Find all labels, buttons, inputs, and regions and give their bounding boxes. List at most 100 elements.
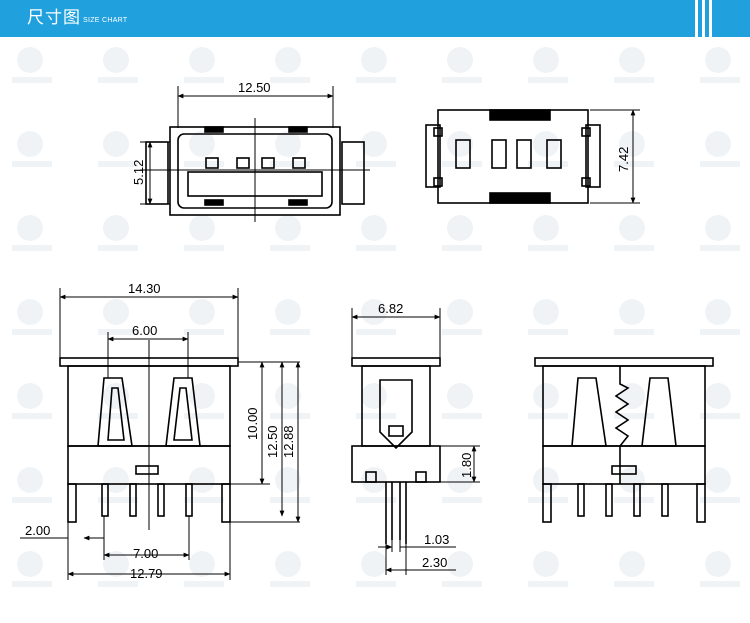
watermark-bar — [12, 77, 52, 83]
watermark-bar — [442, 161, 482, 167]
section-view-left-contact — [571, 377, 607, 447]
watermark-bar — [98, 329, 138, 335]
watermark-bar — [700, 581, 740, 587]
watermark-bar — [98, 77, 138, 83]
dim-side-pin-span: 2.30 — [422, 555, 447, 570]
back-view-corner-2 — [581, 127, 591, 137]
watermark-bar — [184, 77, 224, 83]
side-view-foot-right — [415, 471, 427, 483]
watermark-bar — [700, 497, 740, 503]
watermark-bar — [270, 329, 310, 335]
watermark-bar — [184, 581, 224, 587]
front-view — [59, 340, 239, 530]
dimension-drawing: 12.50 5.12 7.42 — [12, 47, 740, 587]
watermark-bar — [528, 413, 568, 419]
watermark-bar — [12, 413, 52, 419]
section-view-pin-2 — [605, 483, 613, 517]
watermark-logo — [619, 467, 645, 493]
watermark-logo — [447, 215, 473, 241]
watermark-logo — [103, 467, 129, 493]
title-chinese: 尺寸图 — [27, 8, 81, 27]
section-view-pin-1 — [577, 483, 585, 517]
watermark-bar — [356, 77, 396, 83]
watermark-logo — [275, 47, 301, 73]
watermark-bar — [356, 245, 396, 251]
side-view-foot-left — [365, 471, 377, 483]
watermark-logo — [103, 551, 129, 577]
watermark-bar — [98, 581, 138, 587]
section-view-break-line — [614, 366, 630, 484]
section-view-pin-3 — [633, 483, 641, 517]
watermark-bar — [12, 497, 52, 503]
watermark-logo — [705, 299, 731, 325]
watermark-logo — [103, 215, 129, 241]
back-view-pin-1 — [455, 139, 471, 169]
watermark-bar — [12, 581, 52, 587]
back-view-dimensions — [590, 109, 640, 204]
top-view-latch-2 — [288, 126, 308, 133]
watermark-logo — [705, 131, 731, 157]
watermark-bar — [270, 245, 310, 251]
side-view-contact — [379, 379, 413, 450]
front-view-dimensions — [20, 288, 301, 580]
header-deco-bar-3 — [709, 0, 712, 37]
back-view-pin-3 — [516, 139, 532, 169]
watermark-bar — [356, 581, 396, 587]
watermark-logo — [447, 383, 473, 409]
watermark-logo — [17, 215, 43, 241]
watermark-logo — [705, 551, 731, 577]
watermark-logo — [447, 299, 473, 325]
watermark-bar — [442, 581, 482, 587]
dim-back-view-height: 7.42 — [616, 147, 631, 172]
watermark-logo — [17, 131, 43, 157]
watermark-bar — [270, 77, 310, 83]
watermark-logo — [533, 47, 559, 73]
watermark-logo — [103, 131, 129, 157]
back-view — [425, 109, 601, 204]
watermark-bar — [528, 77, 568, 83]
front-view-right-leg — [221, 483, 231, 523]
top-view — [140, 118, 370, 222]
back-view-corner-4 — [581, 177, 591, 187]
watermark-logo — [447, 131, 473, 157]
top-view-pin-2 — [236, 157, 250, 169]
front-view-left-contact — [97, 377, 133, 447]
side-view-top-flange — [351, 357, 441, 367]
watermark-bar — [184, 329, 224, 335]
watermark-logo — [17, 47, 43, 73]
header-deco-bar-1 — [695, 0, 698, 37]
watermark-bar — [442, 497, 482, 503]
watermark-logo — [17, 383, 43, 409]
top-view-pin-1 — [205, 157, 219, 169]
section-view-center-tab — [611, 465, 637, 475]
watermark-bar — [614, 329, 654, 335]
front-view-pin-1 — [101, 483, 109, 517]
watermark-bar — [270, 581, 310, 587]
watermark-logo — [533, 383, 559, 409]
watermark-bar — [98, 161, 138, 167]
watermark-logo — [189, 215, 215, 241]
watermark-logo — [533, 215, 559, 241]
watermark-logo — [361, 467, 387, 493]
watermark-bar — [614, 413, 654, 419]
watermark-bar — [528, 161, 568, 167]
dim-front-height-a: 10.00 — [245, 407, 260, 440]
watermark-logo — [275, 131, 301, 157]
dim-front-bottom-width: 12.79 — [130, 566, 163, 581]
watermark-logo — [705, 467, 731, 493]
front-view-left-contact-inner — [107, 387, 125, 441]
watermark-bar — [614, 77, 654, 83]
watermark-bar — [442, 329, 482, 335]
watermark-bar — [356, 497, 396, 503]
watermark-logo — [705, 47, 731, 73]
watermark-bar — [356, 413, 396, 419]
watermark-logo — [103, 383, 129, 409]
watermark-logo — [361, 47, 387, 73]
watermark-logo — [189, 299, 215, 325]
watermark-logo — [533, 551, 559, 577]
top-view-right-flange — [341, 141, 365, 205]
top-view-latch-1 — [204, 126, 224, 133]
watermark-bar — [98, 245, 138, 251]
section-view-left-leg — [542, 483, 552, 523]
watermark-bar — [184, 245, 224, 251]
